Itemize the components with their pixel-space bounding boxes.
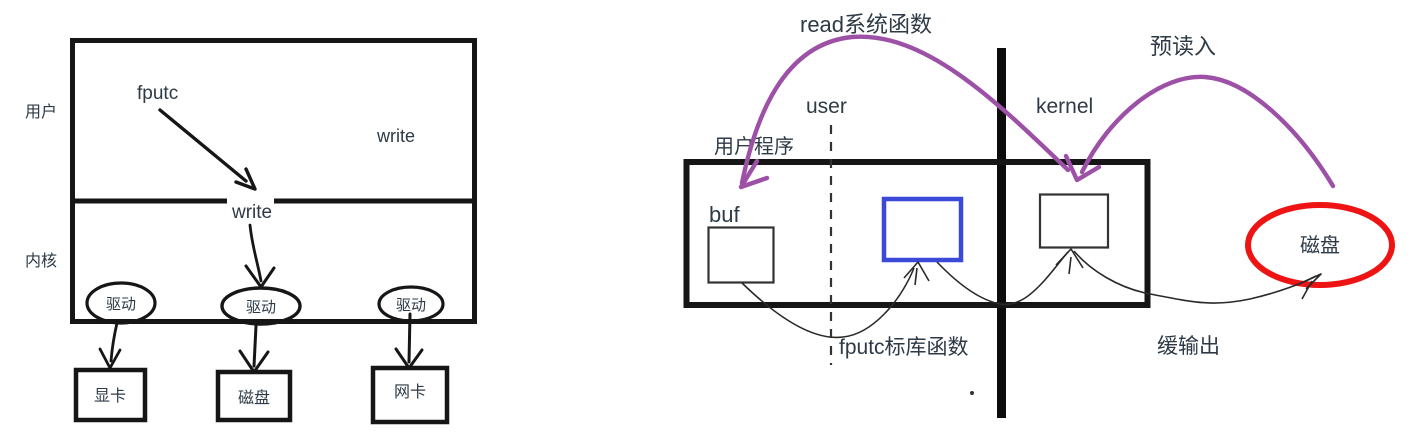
- buf-label: buf: [709, 202, 740, 227]
- right-diagram: user kernel 用户程序 read系统函数 预读入 buf 磁盘: [683, 12, 1395, 418]
- disk-label: 磁盘: [1300, 234, 1340, 257]
- write-to-driver-arrow: [248, 223, 263, 283]
- flush-to-kernel-arrow-tail: [1068, 256, 1072, 275]
- buffered-output-label: 缓输出: [1157, 335, 1220, 358]
- fputc-to-write-arrowhead-icon: [234, 167, 257, 191]
- driver1-to-device-arrow: [109, 321, 119, 363]
- device-label-nic: 网卡: [394, 383, 426, 401]
- stray-dot: [970, 391, 974, 395]
- driver-label-2: 驱动: [246, 299, 276, 316]
- preread-arrowhead-icon: [1063, 153, 1102, 183]
- buf-box: [707, 226, 775, 284]
- device-box-gpu: [73, 367, 148, 423]
- driver-oval-1: [85, 281, 157, 325]
- fputc-stdlib-arrow: [741, 267, 915, 339]
- stdio-buffer-box: [881, 196, 964, 263]
- user-label: user: [806, 95, 847, 118]
- kernel-buffer-box: [1038, 193, 1110, 249]
- buffered-output-arrow-slash: [1301, 280, 1313, 300]
- kernel-label: kernel: [1036, 95, 1093, 118]
- fputc-stdlib-label: fputc标库函数: [839, 336, 969, 359]
- preread-label: 预读入: [1150, 34, 1216, 59]
- read-syscall-arrowhead-icon: [738, 158, 770, 190]
- fputc-stdlib-arrow-tail: [914, 267, 918, 286]
- left-diagram: 用户 内核 fputc write write 驱动 驱动 驱动 显卡 磁盘: [25, 38, 477, 425]
- device-label-disk: 磁盘: [238, 388, 270, 407]
- driver3-to-device-arrow: [407, 312, 412, 364]
- fputc-label: fputc: [137, 83, 178, 104]
- user-program-box: [683, 159, 1151, 308]
- fputc-stdlib-arrowhead-icon: [903, 261, 930, 282]
- driver2-to-device-arrow: [252, 324, 258, 368]
- device-box-nic: [370, 365, 450, 425]
- buffered-output-arrow: [1073, 250, 1317, 304]
- write-right-label: write: [376, 126, 415, 146]
- os-outer-box: [70, 38, 477, 324]
- user-space-label: 用户: [25, 103, 57, 121]
- write-divider-label: write: [231, 202, 272, 223]
- read-syscall-curve: [739, 34, 1071, 186]
- disk-ellipse: [1245, 202, 1395, 288]
- driver-label-3: 驱动: [396, 297, 426, 314]
- preread-curve: [1079, 74, 1336, 189]
- driver-label-1: 驱动: [106, 296, 136, 313]
- driver-oval-2: [220, 286, 302, 326]
- device-box-disk: [215, 369, 293, 423]
- kernel-space-label: 内核: [25, 252, 57, 270]
- read-syscall-label: read系统函数: [800, 12, 932, 37]
- flush-to-kernel-arrowhead-icon: [1055, 248, 1084, 269]
- flush-to-kernel-arrow: [936, 251, 1069, 306]
- user-program-label: 用户程序: [714, 135, 794, 158]
- device-label-gpu: 显卡: [94, 387, 126, 405]
- fputc-to-write-arrow: [158, 108, 248, 183]
